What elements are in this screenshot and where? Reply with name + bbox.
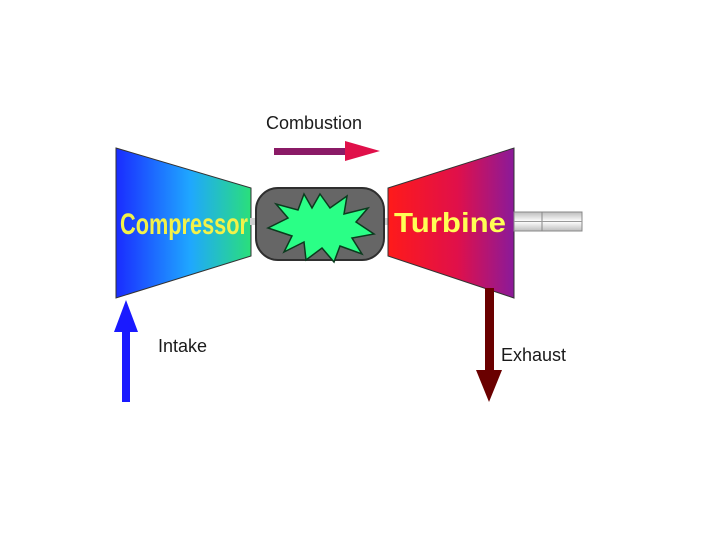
intake-arrow bbox=[114, 300, 138, 402]
combustion-label: Combustion bbox=[266, 113, 362, 133]
exhaust-arrow bbox=[476, 288, 502, 402]
flame-burst-icon bbox=[266, 192, 376, 264]
compressor-label: Compressor bbox=[120, 208, 248, 241]
turbine-shape bbox=[387, 147, 515, 299]
turbine-label: Turbine bbox=[394, 207, 506, 238]
shaft-segment-left bbox=[250, 218, 258, 225]
output-shaft bbox=[513, 211, 583, 232]
combustion-arrow bbox=[274, 141, 380, 161]
compressor-shape bbox=[115, 147, 252, 299]
intake-label: Intake bbox=[158, 336, 207, 356]
exhaust-label: Exhaust bbox=[501, 345, 566, 365]
